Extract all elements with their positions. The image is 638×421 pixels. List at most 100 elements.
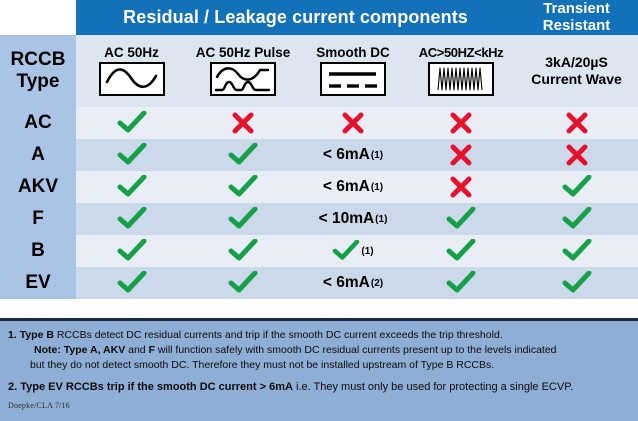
table-row: AC bbox=[0, 107, 638, 139]
check-icon bbox=[117, 207, 147, 231]
cell-superscript: (1) bbox=[375, 213, 388, 225]
check-icon bbox=[228, 175, 258, 199]
cross-icon bbox=[566, 144, 588, 166]
cell-ev-hf bbox=[407, 267, 516, 299]
column-label-smooth-dc: Smooth DC bbox=[316, 44, 390, 60]
row-label-akv: AKV bbox=[0, 171, 76, 203]
cell-b-ac50 bbox=[76, 235, 187, 267]
footnote-2-rest: i.e. They must only be used for protecti… bbox=[292, 380, 574, 393]
check-icon bbox=[117, 271, 147, 295]
column-label-ac-50hz: AC 50Hz bbox=[104, 44, 159, 60]
check-icon bbox=[562, 271, 592, 295]
cell-b-transient bbox=[515, 235, 638, 267]
cell-b-hf bbox=[407, 235, 516, 267]
column-header-ac-50hz: AC 50Hz bbox=[76, 35, 187, 107]
cell-b-smoothdc: (1) bbox=[299, 235, 407, 267]
cell-ac-hf bbox=[407, 107, 516, 139]
rccb-type-line2: Type bbox=[16, 71, 60, 92]
table-bottom-rule bbox=[0, 318, 638, 321]
row-label-a: A bbox=[0, 139, 76, 171]
cell-superscript: (1) bbox=[361, 245, 374, 257]
rccb-matrix-table: Residual / Leakage current components Tr… bbox=[0, 0, 638, 299]
check-icon bbox=[228, 239, 258, 263]
cell-superscript: (1) bbox=[370, 181, 384, 193]
banner-row: Residual / Leakage current components Tr… bbox=[0, 0, 638, 35]
credit-line: Doepke/CLA 7/16 bbox=[8, 400, 70, 410]
sine-wave-icon bbox=[98, 62, 165, 97]
footnote-2: 2. Type EV RCCBs trip if the smooth DC c… bbox=[8, 380, 630, 396]
row-label-f: F bbox=[0, 203, 76, 235]
cross-icon bbox=[232, 112, 254, 134]
column-header-high-frequency: AC>50HZ<kHz bbox=[407, 35, 516, 107]
check-icon bbox=[228, 143, 258, 167]
cell-akv-transient bbox=[515, 171, 638, 203]
transient-line1: 3kA/20µS bbox=[545, 53, 608, 70]
footnote-1-text: RCCBs detect DC residual currents and tr… bbox=[56, 329, 503, 341]
column-label-ac-50hz-pulse: AC 50Hz Pulse bbox=[195, 44, 291, 60]
cell-ac-smoothdc bbox=[299, 107, 407, 139]
cross-icon bbox=[342, 112, 364, 134]
cell-value-text: < 6mA bbox=[322, 146, 370, 163]
check-icon bbox=[562, 175, 592, 199]
cross-icon bbox=[450, 112, 472, 134]
cell-ac-transient bbox=[515, 107, 638, 139]
cell-ac-ac50 bbox=[76, 107, 187, 139]
cell-akv-smoothdc: < 6mA(1) bbox=[299, 171, 407, 203]
table-row: EV < 6mA(2) bbox=[0, 267, 638, 299]
banner-side-line2: Resistant bbox=[542, 16, 611, 34]
footnote-1-line2: Note: Type A, AKV and F will function sa… bbox=[8, 343, 630, 358]
check-icon bbox=[117, 239, 147, 263]
row-label-ac: AC bbox=[0, 107, 76, 139]
transient-line2: Current Wave bbox=[531, 71, 622, 87]
check-icon bbox=[562, 207, 592, 231]
cell-ev-transient bbox=[515, 267, 638, 299]
cell-akv-ac50 bbox=[76, 171, 187, 203]
cell-a-ac50 bbox=[76, 139, 187, 171]
footnote-1-line1: 1. Type B RCCBs detect DC residual curre… bbox=[8, 328, 630, 343]
check-icon bbox=[228, 207, 258, 231]
high-frequency-wave-icon bbox=[428, 62, 495, 96]
footnote-1-number: 1. bbox=[8, 329, 17, 341]
table-row: B (1) bbox=[0, 235, 638, 267]
check-icon bbox=[332, 240, 360, 262]
check-icon bbox=[117, 143, 147, 167]
rccb-type-header: RCCB Type bbox=[0, 35, 76, 107]
pulsed-sine-wave-icon bbox=[210, 62, 276, 97]
cell-f-hf bbox=[407, 203, 516, 235]
column-header-transient-wave: 3kA/20µS Current Wave bbox=[515, 35, 638, 107]
cell-akv-hf bbox=[407, 171, 516, 203]
footnote-note-bold2: F bbox=[148, 344, 155, 357]
cell-ev-ac50 bbox=[76, 267, 187, 299]
cell-akv-pulse bbox=[187, 171, 299, 203]
check-icon bbox=[446, 271, 476, 295]
cell-b-pulse bbox=[187, 235, 299, 267]
table-row: F < 10mA(1) bbox=[0, 203, 638, 235]
check-icon bbox=[446, 239, 476, 263]
table-row: AKV < 6mA(1) bbox=[0, 171, 638, 203]
banner-title-residual-leakage: Residual / Leakage current components bbox=[76, 0, 516, 35]
footnotes-panel: 1. Type B RCCBs detect DC residual curre… bbox=[0, 321, 638, 421]
cell-value-text: < 6mA bbox=[322, 274, 370, 291]
column-header-smooth-dc: Smooth DC bbox=[299, 35, 407, 107]
cell-ac-pulse bbox=[187, 107, 299, 139]
cell-superscript: (2) bbox=[370, 277, 384, 289]
footnote-1-bold-term: Type B bbox=[19, 329, 54, 341]
cell-f-transient bbox=[515, 203, 638, 235]
cell-a-pulse bbox=[187, 139, 299, 171]
column-header-ac-50hz-pulse: AC 50Hz Pulse bbox=[187, 35, 299, 107]
footnote-2-bold: 2. Type EV RCCBs trip if the smooth DC c… bbox=[8, 380, 293, 393]
banner-title-transient-resistant: Transient Resistant bbox=[515, 0, 638, 35]
cell-value-text: < 6mA bbox=[322, 178, 370, 195]
row-label-ev: EV bbox=[0, 267, 76, 299]
check-icon bbox=[446, 207, 476, 231]
cell-ev-pulse bbox=[187, 267, 299, 299]
cross-icon bbox=[566, 112, 588, 134]
cell-ev-smoothdc: < 6mA(2) bbox=[299, 267, 407, 299]
rccb-type-line1: RCCB bbox=[10, 49, 66, 71]
footnote-1-line3: but they do not detect smooth DC. Theref… bbox=[30, 359, 495, 372]
cell-a-transient bbox=[515, 139, 638, 171]
footnote-note-mid: and bbox=[125, 344, 149, 357]
footnote-note-bold: Note: Type A, AKV bbox=[34, 344, 126, 357]
column-label-high-frequency: AC>50HZ<kHz bbox=[418, 45, 504, 60]
